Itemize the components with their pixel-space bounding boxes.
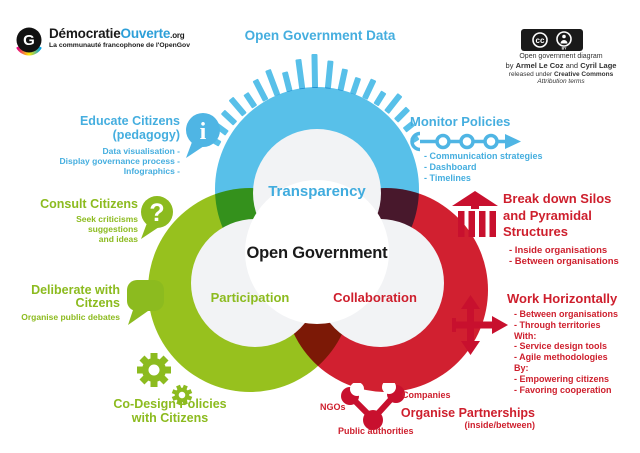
cc-line1: Open government diagram	[519, 53, 603, 60]
partnership-network-icon	[341, 383, 405, 430]
silos-title-line: Break down Silos	[503, 191, 612, 206]
organise-partnerships-title: Organise Partnerships	[400, 406, 535, 420]
deliberate-title-line: Deliberate with	[31, 283, 120, 297]
deliberate-subtitle: Organise public debates	[21, 312, 120, 322]
silos-title-line: Structures	[503, 224, 569, 239]
educate-item: Infographics -	[123, 165, 180, 176]
work-item: With:	[514, 330, 537, 341]
collaboration-label: Collaboration	[333, 290, 417, 305]
work-horizontally-items: - Between organisations - Through territ…	[514, 309, 618, 395]
svg-text:i: i	[200, 119, 207, 145]
deliberate-citizens-block: Deliberate with Citzens Organise public …	[10, 283, 120, 323]
svg-text:BY: BY	[562, 47, 568, 51]
open-data-bar-arc	[211, 53, 420, 147]
venn-center-circle	[245, 180, 389, 324]
monitor-item: - Timelines	[424, 173, 471, 183]
deliberate-title-line: Citzens	[75, 296, 120, 310]
logo-brand-black: Démocratie	[49, 26, 121, 41]
logo-brand-suffix: .org	[170, 31, 185, 40]
silos-item: - Inside organisations	[509, 245, 608, 256]
info-icon: i	[186, 113, 220, 158]
educate-citizens-block: Educate Citizens (pedagogy) Data visuali…	[14, 114, 180, 176]
work-item: - Agile methodologies	[514, 352, 608, 363]
open-government-label: Open Government	[246, 244, 388, 262]
silos-items: - Inside organisations - Between organis…	[509, 245, 619, 267]
codesign-title-line: Co-Design Policies	[113, 397, 227, 411]
democratie-ouverte-logo: G DémocratieOuverte.org La communauté fr…	[14, 26, 190, 56]
monitor-policies-title: Monitor Policies	[410, 114, 511, 129]
work-item: - Favoring cooperation	[514, 384, 612, 395]
silos-item: - Between organisations	[509, 256, 619, 267]
consult-citizens-block: Consult Citizens Seek criticisms suggest…	[22, 197, 138, 244]
speech-bubble-icon	[127, 280, 164, 325]
consult-item: suggestions	[87, 224, 138, 235]
ngos-label: NGOs	[320, 402, 346, 412]
public-authorities-label: Public authorities	[338, 426, 414, 436]
cross-arrows-icon	[452, 295, 508, 355]
codesign-policies-block: Co-Design Policies with Citizens	[95, 397, 245, 425]
svg-text:cc: cc	[536, 36, 545, 45]
silos-title-line: and Pyramidal	[503, 207, 592, 223]
work-item: - Service design tools	[514, 341, 608, 352]
bank-icon	[452, 191, 498, 237]
consult-item: and ideas	[98, 234, 138, 245]
work-item: - Between organisations	[514, 309, 619, 319]
work-horizontally-title: Work Horizontally	[507, 291, 618, 306]
work-item: - Empowering citizens	[514, 373, 610, 384]
work-item: - Through territories	[514, 319, 601, 330]
logo-brand-blue: Ouverte	[120, 26, 171, 41]
educate-item: Display governance process -	[59, 155, 180, 166]
participation-label: Participation	[210, 290, 290, 305]
cc-released-bold: Creative Commons	[553, 71, 614, 78]
svg-text:G: G	[23, 32, 35, 49]
open-government-data-title: Open Government Data	[244, 28, 396, 43]
work-item: By:	[514, 362, 529, 373]
cc-line3: released under Creative Commons	[486, 71, 636, 78]
cc-author1: Armel Le Coz	[515, 61, 564, 70]
democratie-ouverte-logo-icon: G	[16, 27, 42, 56]
companies-label: Companies	[402, 390, 451, 400]
timeline-arrow-icon	[410, 131, 521, 152]
cc-attribution: Open government diagram by Armel Le Coz …	[486, 53, 636, 85]
gears-icon	[137, 353, 193, 406]
organise-partnerships-block: Organise Partnerships (inside/between)	[393, 406, 535, 430]
organise-partnerships-subtitle: (inside/between)	[464, 420, 535, 430]
cc-line4: Attribution terms	[537, 78, 585, 85]
venn-inner-clover	[191, 129, 444, 347]
monitor-items: - Communication strategies - Dashboard -…	[424, 151, 543, 184]
question-mark-icon: ?	[141, 196, 173, 239]
monitor-item: - Dashboard	[424, 162, 477, 172]
svg-text:?: ?	[149, 199, 164, 227]
monitor-item: - Communication strategies	[424, 151, 543, 161]
cc-and: and	[563, 61, 581, 70]
educate-item: Data visualisation -	[102, 145, 180, 156]
transparency-label: Transparency	[268, 183, 366, 200]
break-down-silos-title: Break down Silos and Pyramidal Structure…	[503, 191, 611, 241]
cc-line2: by Armel Le Coz and Cyril Lage	[486, 61, 636, 70]
cc-by-prefix: by	[505, 61, 516, 70]
cc-author2: Cyril Lage	[580, 61, 617, 70]
educate-title: Educate Citizens (pedagogy)	[79, 114, 180, 143]
consult-item: Seek criticisms	[76, 214, 138, 225]
logo-text: DémocratieOuverte.org La communauté fran…	[49, 26, 190, 49]
cc-released-prefix: released under	[508, 71, 554, 78]
cc-by-badge-icon: cc BY	[521, 29, 583, 51]
logo-tagline: La communauté francophone de l'OpenGov	[49, 42, 190, 49]
consult-title: Consult Citizens	[40, 197, 138, 211]
logo-brand: DémocratieOuverte.org	[49, 26, 190, 41]
codesign-title-line: with Citizens	[131, 410, 209, 425]
